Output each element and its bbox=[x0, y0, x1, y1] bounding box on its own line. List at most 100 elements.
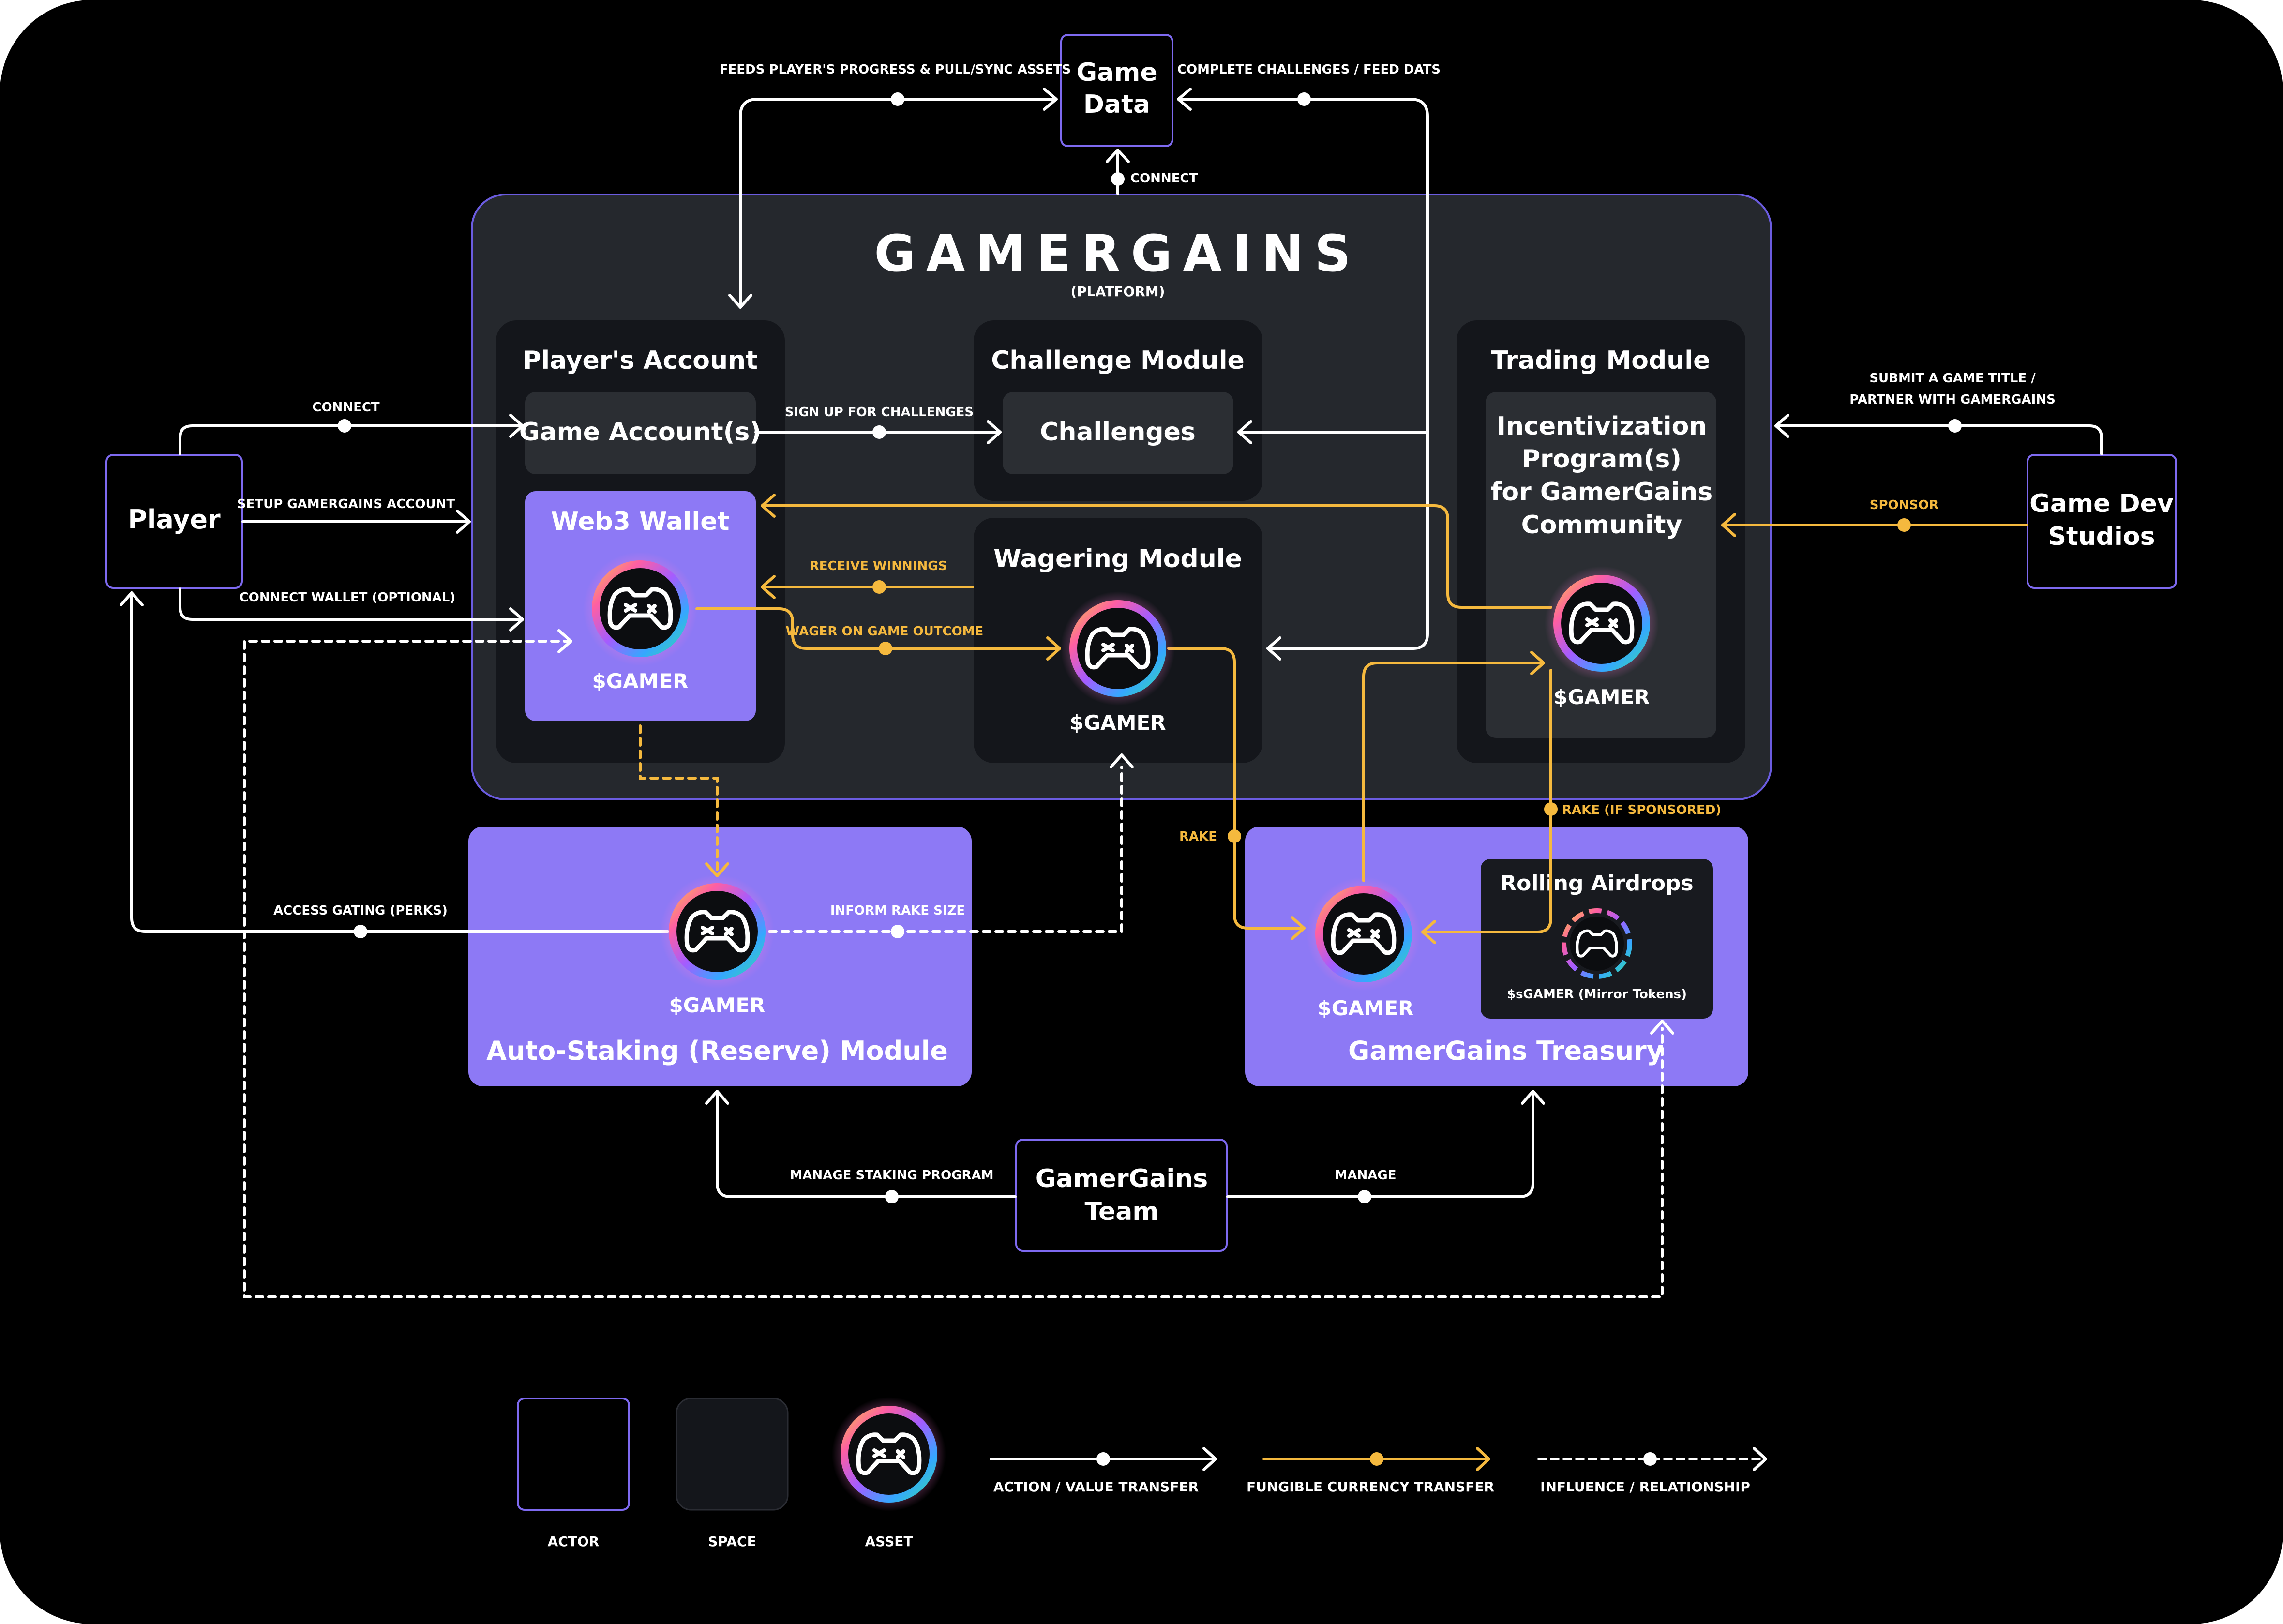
label-access-gating: ACCESS GATING (PERKS) bbox=[273, 903, 448, 918]
challenge-module-title: Challenge Module bbox=[991, 346, 1245, 375]
edge-manage bbox=[1226, 1090, 1534, 1198]
arrow-submit-title bbox=[1774, 414, 1789, 438]
arrow-connect-wallet bbox=[509, 607, 524, 632]
challenges-label: Challenges bbox=[1040, 418, 1196, 447]
game-data-actor bbox=[1060, 34, 1173, 147]
edge-access-gating bbox=[130, 591, 669, 933]
dot-sign-up bbox=[872, 425, 886, 439]
coin-wagering bbox=[1061, 591, 1175, 706]
legend-fungible-arrow bbox=[1476, 1447, 1490, 1471]
legend-space-swatch bbox=[676, 1398, 789, 1511]
label-sponsor: SPONSOR bbox=[1870, 498, 1939, 512]
game-accounts-label: Game Account(s) bbox=[519, 418, 761, 447]
edge-rake bbox=[1167, 647, 1306, 930]
treasury-label: GamerGains Treasury bbox=[1348, 1036, 1664, 1066]
rolling-airdrops-title: Rolling Airdrops bbox=[1500, 871, 1693, 896]
dot-connect-player bbox=[338, 419, 351, 433]
arrow-feeds-progress-down bbox=[728, 294, 752, 309]
incentivization-box bbox=[1486, 392, 1716, 738]
arrow-rake bbox=[1291, 916, 1306, 940]
dot-rake bbox=[1228, 829, 1241, 843]
edge-complete-challenges bbox=[1178, 98, 1429, 650]
label-connect-game-data: CONNECT bbox=[1130, 171, 1198, 186]
token-web3-wallet: $GAMER bbox=[592, 669, 688, 693]
arrow-influence-wallet bbox=[557, 629, 572, 653]
label-inform-rake: INFORM RAKE SIZE bbox=[830, 903, 965, 918]
arrow-access-gating bbox=[120, 591, 144, 606]
gamergains-team-actor bbox=[1015, 1139, 1228, 1252]
arrow-trading-to-wallet bbox=[761, 494, 776, 518]
label-manage-staking: MANAGE STAKING PROGRAM bbox=[790, 1168, 993, 1183]
legend-actor-label: ACTOR bbox=[548, 1534, 600, 1549]
arrow-trunk-to-wagering bbox=[1266, 636, 1281, 661]
label-connect-player: CONNECT bbox=[312, 400, 380, 415]
challenges-box bbox=[1003, 392, 1233, 474]
arrow-treasury-to-trading bbox=[1530, 651, 1545, 675]
label-manage: MANAGE bbox=[1335, 1168, 1397, 1183]
game-accounts-box bbox=[525, 392, 756, 474]
label-wager: WAGER ON GAME OUTCOME bbox=[786, 624, 984, 639]
dot-sponsor bbox=[1897, 518, 1911, 532]
dot-manage-staking bbox=[885, 1190, 899, 1203]
arrow-feeds-progress-right bbox=[1043, 88, 1058, 111]
dot-receive-winnings bbox=[872, 580, 886, 594]
arrow-wager bbox=[1046, 636, 1061, 661]
dot-wager bbox=[879, 642, 892, 655]
legend-space-label: SPACE bbox=[708, 1534, 756, 1549]
auto-staking-label: Auto-Staking (Reserve) Module bbox=[486, 1036, 948, 1066]
dot-access-gating bbox=[354, 925, 367, 938]
arrow-connect-player bbox=[509, 414, 524, 438]
arrow-manage bbox=[1521, 1090, 1545, 1105]
web3-wallet-title: Web3 Wallet bbox=[551, 507, 730, 536]
dot-inform-rake bbox=[891, 925, 904, 938]
label-rake: RAKE bbox=[1179, 829, 1217, 844]
label-receive-winnings: RECEIVE WINNINGS bbox=[810, 559, 947, 573]
player-label: Player bbox=[128, 504, 221, 535]
label-sign-up: SIGN UP FOR CHALLENGES bbox=[785, 405, 974, 420]
game-dev-studios-actor bbox=[2027, 454, 2177, 589]
wagering-module-title: Wagering Module bbox=[993, 544, 1242, 573]
edge-submit-title bbox=[1774, 424, 2103, 455]
arrow-complete-challenges-left bbox=[1177, 88, 1192, 111]
edge-connect-wallet bbox=[179, 587, 524, 621]
coin-treasury bbox=[1307, 877, 1421, 991]
token-treasury: $GAMER bbox=[1317, 996, 1413, 1020]
dot-complete-challenges bbox=[1297, 92, 1311, 106]
dot-feeds-progress bbox=[891, 92, 904, 106]
arrow-setup-account bbox=[456, 510, 471, 534]
arrow-sign-up bbox=[987, 420, 1002, 444]
legend-influence-dot bbox=[1643, 1452, 1657, 1466]
label-complete-challenges: COMPLETE CHALLENGES / FEED DATS bbox=[1177, 62, 1441, 77]
arrow-manage-staking bbox=[705, 1090, 729, 1105]
arrow-trunk-to-challenges bbox=[1237, 420, 1252, 444]
mirror-tokens-label: $sGAMER (Mirror Tokens) bbox=[1507, 987, 1687, 1002]
edge-treasury-to-trading bbox=[1362, 662, 1545, 882]
legend-asset-swatch bbox=[832, 1397, 946, 1511]
label-setup-account: SETUP GAMERGAINS ACCOUNT bbox=[237, 497, 455, 511]
legend-action-arrow bbox=[1202, 1447, 1217, 1471]
edge-wallet-to-staking bbox=[639, 724, 719, 875]
token-trading: $GAMER bbox=[1553, 685, 1650, 709]
mirror-token-icon bbox=[1562, 908, 1632, 979]
edge-influence-loop bbox=[243, 640, 1664, 1298]
label-feeds-progress: FEEDS PLAYER'S PROGRESS & PULL/SYNC ASSE… bbox=[720, 62, 1071, 77]
label-rake-sponsored: RAKE (IF SPONSORED) bbox=[1562, 803, 1721, 817]
edge-rake-sponsored bbox=[1421, 669, 1552, 933]
dot-connect-game-data bbox=[1111, 172, 1125, 186]
legend-fungible-dot bbox=[1370, 1452, 1383, 1466]
legend-action-label: ACTION / VALUE TRANSFER bbox=[993, 1479, 1199, 1495]
dot-rake-sponsored bbox=[1544, 802, 1558, 816]
arrow-influence-airdrops bbox=[1650, 1020, 1674, 1035]
edge-manage-staking bbox=[716, 1090, 1017, 1198]
dot-manage bbox=[1358, 1190, 1371, 1203]
arrow-receive-winnings bbox=[761, 575, 776, 599]
edge-inform-rake bbox=[768, 766, 1123, 933]
platform-brand: GAMERGAINS bbox=[874, 224, 1362, 283]
arrow-connect-game-data bbox=[1106, 149, 1130, 163]
arrow-inform-rake bbox=[1110, 753, 1134, 768]
platform-subtitle: (PLATFORM) bbox=[1071, 284, 1165, 300]
